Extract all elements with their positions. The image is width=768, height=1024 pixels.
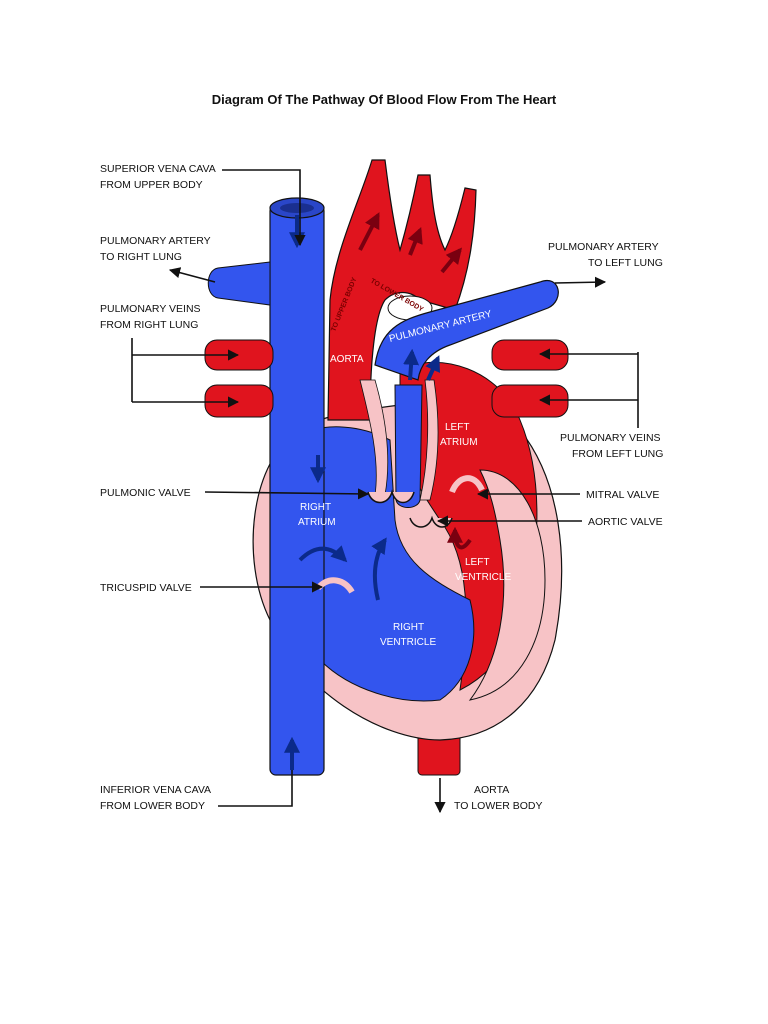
pv-left-label-2: FROM LEFT LUNG bbox=[572, 448, 663, 460]
right-ventricle-label-1: RIGHT bbox=[393, 622, 424, 633]
aorta-label: AORTA bbox=[330, 354, 364, 365]
pulmonary-vein-right-lower bbox=[205, 385, 273, 417]
svc-label-2: FROM UPPER BODY bbox=[100, 179, 203, 191]
right-ventricle-outflow bbox=[395, 385, 422, 508]
tricuspid-valve-label: TRICUSPID VALVE bbox=[100, 582, 192, 594]
left-atrium-label-2: ATRIUM bbox=[440, 437, 478, 448]
pa-right-label-2: TO RIGHT LUNG bbox=[100, 251, 182, 263]
mitral-valve-label: MITRAL VALVE bbox=[586, 489, 659, 501]
ivc-label-2: FROM LOWER BODY bbox=[100, 800, 205, 812]
pa-left-pointer bbox=[555, 282, 605, 283]
left-atrium-label-1: LEFT bbox=[445, 422, 469, 433]
left-ventricle-label-1: LEFT bbox=[465, 557, 489, 568]
pulmonary-vein-left-lower bbox=[492, 385, 568, 417]
left-ventricle-label-2: VENTRICLE bbox=[455, 572, 511, 583]
pa-right-pointer bbox=[170, 270, 215, 282]
aortic-valve-label: AORTIC VALVE bbox=[588, 516, 663, 528]
right-atrium-label-1: RIGHT bbox=[300, 502, 331, 513]
right-atrium-label-2: ATRIUM bbox=[298, 517, 336, 528]
pa-left-label-1: PULMONARY ARTERY bbox=[548, 241, 659, 253]
flow-arrow-pa1 bbox=[410, 352, 412, 380]
pulmonic-valve-label: PULMONIC VALVE bbox=[100, 487, 191, 499]
svc-label-1: SUPERIOR VENA CAVA bbox=[100, 163, 216, 175]
pa-left-label-2: TO LEFT LUNG bbox=[588, 257, 663, 269]
pv-right-label-1: PULMONARY VEINS bbox=[100, 303, 201, 315]
aorta-lower-label-2: TO LOWER BODY bbox=[454, 800, 543, 812]
right-ventricle-label-2: VENTRICLE bbox=[380, 637, 436, 648]
aorta-lower-label-1: AORTA bbox=[474, 784, 509, 796]
ivc-label-1: INFERIOR VENA CAVA bbox=[100, 784, 211, 796]
pulmonary-vein-left-upper bbox=[492, 340, 568, 370]
pv-right-label-2: FROM RIGHT LUNG bbox=[100, 319, 198, 331]
vena-cava-lumen bbox=[280, 203, 314, 213]
pulmonary-artery-right-branch bbox=[208, 262, 270, 305]
pa-right-label-1: PULMONARY ARTERY bbox=[100, 235, 211, 247]
vena-cava bbox=[270, 205, 324, 775]
pv-left-label-1: PULMONARY VEINS bbox=[560, 432, 661, 444]
